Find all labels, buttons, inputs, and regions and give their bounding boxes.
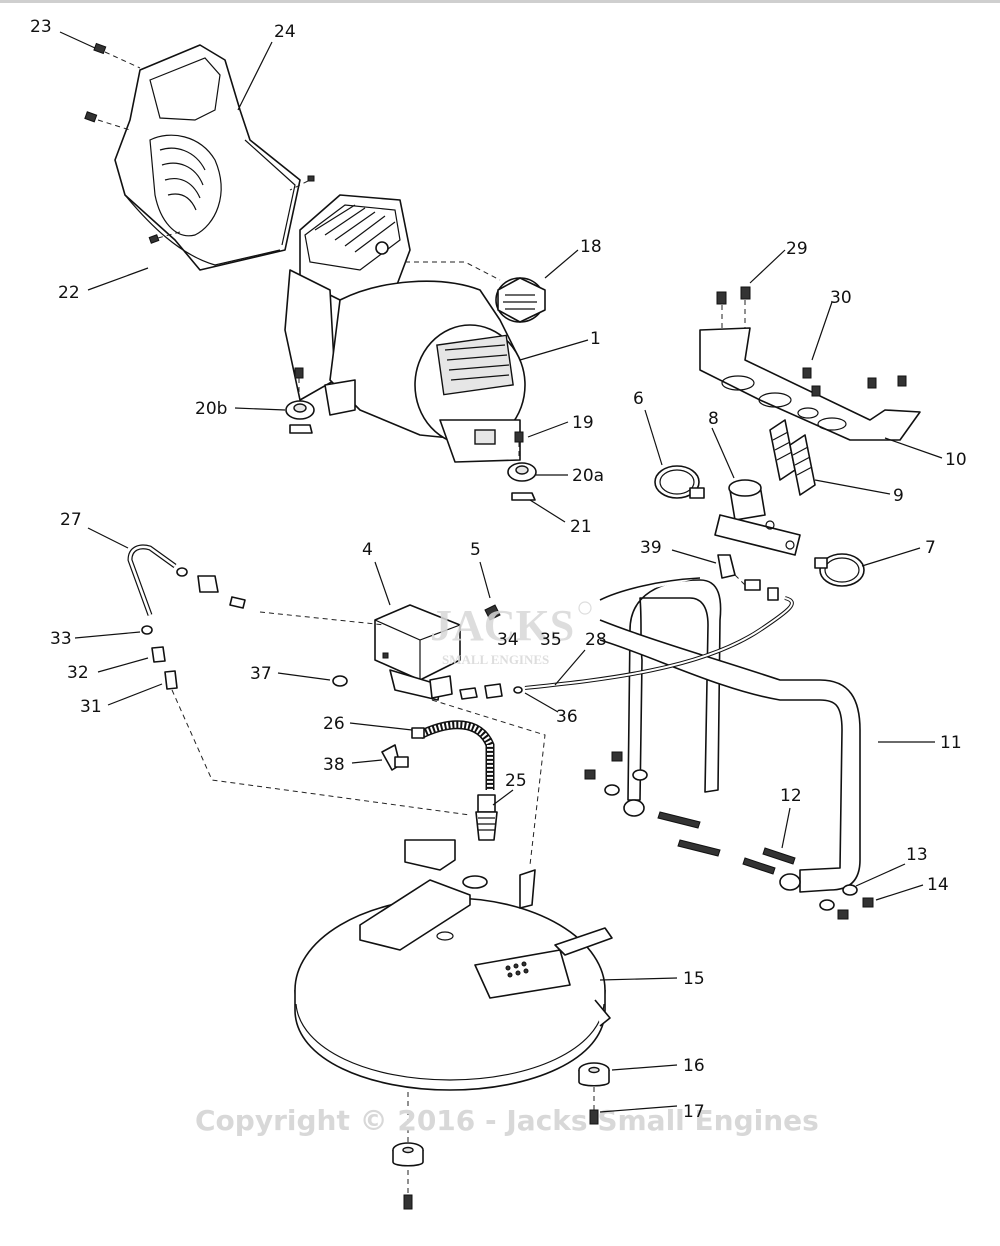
motor-pump-part (284, 194, 526, 463)
foot-bottom (392, 1092, 424, 1210)
nipple-25 (475, 794, 498, 841)
callout-11: 11 (940, 733, 962, 753)
callout-23: 23 (30, 17, 52, 37)
callout-6: 6 (633, 389, 644, 409)
bolt-19 (514, 431, 524, 460)
callout-21: 21 (570, 517, 592, 537)
callout-labels: 23 24 22 18 1 20b 19 20a 21 29 30 6 8 10… (30, 17, 967, 1122)
callout-37: 37 (250, 664, 272, 684)
hardware-12-13-14 (584, 751, 874, 920)
air-filter-part (495, 277, 546, 323)
callout-29: 29 (786, 239, 808, 259)
gauge-6 (654, 465, 705, 499)
fittings-31-32-33 (141, 625, 471, 816)
callout-8: 8 (708, 409, 719, 429)
link-tank (431, 699, 546, 866)
callout-24: 24 (274, 22, 296, 42)
foot-20b (285, 367, 315, 434)
tank-15 (294, 839, 613, 1091)
couplers-9 (769, 419, 816, 496)
callout-13: 13 (906, 845, 928, 865)
watermark-logo: JACKS SMALL ENGINES (430, 601, 592, 667)
handle-11 (599, 577, 861, 893)
tube-28 (459, 596, 794, 700)
callout-34: 34 (497, 630, 519, 650)
bolt-17 (589, 1087, 599, 1125)
callout-33: 33 (50, 629, 72, 649)
top-border (0, 0, 1000, 3)
callout-1: 1 (590, 329, 601, 349)
callout-17: 17 (683, 1102, 705, 1122)
hose-26 (411, 720, 495, 790)
callout-12: 12 (780, 786, 802, 806)
callout-7: 7 (925, 538, 936, 558)
callout-9: 9 (893, 486, 904, 506)
callout-22: 22 (58, 283, 80, 303)
regulator-8 (714, 479, 801, 556)
callout-16: 16 (683, 1056, 705, 1076)
watermark-copyright: Copyright © 2016 - Jacks Small Engines (195, 1104, 819, 1137)
callout-5: 5 (470, 540, 481, 560)
link-27 (259, 611, 386, 626)
callout-39: 39 (640, 538, 662, 558)
callout-36: 36 (556, 707, 578, 727)
callout-15: 15 (683, 969, 705, 989)
callout-26: 26 (323, 714, 345, 734)
tube-27 (127, 544, 246, 616)
watermark-logo-sub: SMALL ENGINES (442, 652, 549, 667)
callout-20a: 20a (572, 466, 604, 486)
gauge-7 (814, 553, 865, 587)
foot-16 (578, 1062, 610, 1087)
callout-10: 10 (945, 450, 967, 470)
callout-35: 35 (540, 630, 562, 650)
callout-14: 14 (927, 875, 949, 895)
nut-21 (511, 492, 536, 501)
elbow-38 (381, 744, 409, 771)
screw-23 (84, 42, 141, 131)
callout-30: 30 (830, 288, 852, 308)
pressure-switch-4 (332, 604, 501, 701)
callout-28: 28 (585, 630, 607, 650)
bracket-10 (699, 286, 921, 441)
callout-38: 38 (323, 755, 345, 775)
callout-32: 32 (67, 663, 89, 683)
foot-20a (507, 462, 537, 482)
callout-27: 27 (60, 510, 82, 530)
screw-22 (148, 175, 315, 244)
callout-19: 19 (572, 413, 594, 433)
callout-25: 25 (505, 771, 527, 791)
callout-18: 18 (580, 237, 602, 257)
link-18 (405, 261, 501, 281)
leader-lines (59, 31, 943, 1113)
callout-31: 31 (80, 697, 102, 717)
shroud-part (114, 44, 301, 271)
elbow-39 (717, 554, 779, 601)
watermark-logo-text: JACKS (430, 601, 574, 650)
callout-20b: 20b (195, 399, 227, 419)
callout-4: 4 (362, 540, 373, 560)
